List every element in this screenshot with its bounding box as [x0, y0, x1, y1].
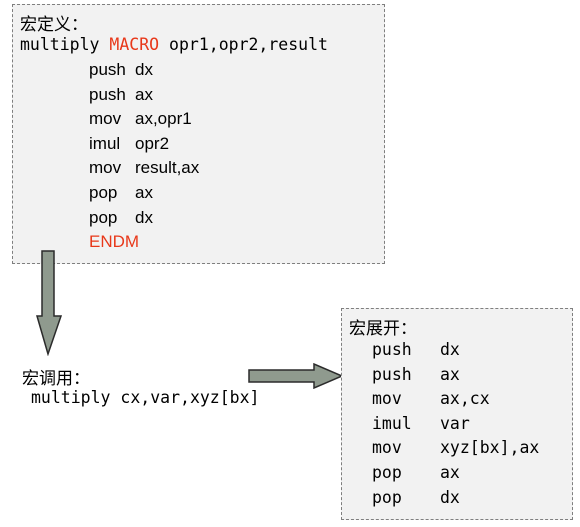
code-op: mov [372, 438, 402, 458]
macro-keyword: MACRO [109, 35, 160, 54]
code-args: ax [440, 463, 460, 482]
code-op: imul [89, 133, 121, 153]
code-op: mov [372, 389, 402, 409]
code-args: dx [440, 487, 460, 507]
code-op: pop [89, 207, 118, 227]
macro-definition-title: 宏定义： [20, 15, 88, 35]
macro-header-line: multiply MACRO opr1,opr2,result [20, 35, 328, 54]
code-op: push [89, 84, 126, 104]
code-args: result,ax [135, 158, 200, 178]
code-args: ax,cx [440, 389, 490, 409]
code-op: push [372, 364, 412, 384]
macro-definition-box [12, 4, 385, 264]
code-op: imul [372, 413, 412, 433]
down-arrow-icon [36, 250, 62, 356]
code-op: pop [89, 183, 118, 202]
code-args: dx [135, 207, 153, 227]
code-args: opr2 [135, 133, 170, 153]
code-op: mov [89, 158, 122, 178]
macro-call-code: multiply cx,var,xyz[bx] [31, 388, 260, 407]
macro-expansion-box [341, 308, 573, 520]
code-args: xyz[bx],ax [440, 438, 540, 458]
code-op: push [372, 340, 412, 359]
code-args: var [440, 413, 470, 433]
code-args: ax,opr1 [135, 109, 192, 129]
macro-expansion-title: 宏展开： [349, 319, 417, 339]
code-op: pop [372, 487, 402, 507]
right-arrow-icon [248, 363, 344, 389]
code-args: dx [135, 60, 153, 79]
code-args: ax [135, 183, 153, 202]
code-args: ax [135, 84, 153, 104]
code-args: dx [440, 340, 460, 359]
macro-call-title: 宏调用： [22, 369, 90, 389]
code-op: mov [89, 109, 122, 129]
macro-end-keyword: ENDM [89, 232, 140, 251]
macro-params: opr1,opr2,result [169, 35, 328, 54]
code-op: push [89, 60, 126, 79]
code-op: pop [372, 463, 402, 482]
code-args: ax [440, 364, 460, 384]
macro-name: multiply [20, 35, 100, 54]
